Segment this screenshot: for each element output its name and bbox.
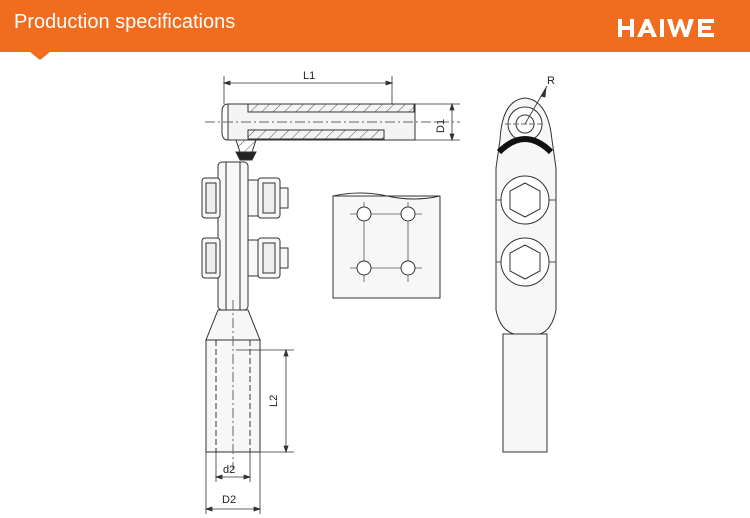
- header-notch: [30, 52, 50, 60]
- dimension-d1: [390, 102, 460, 142]
- dimension-d2-outer: [204, 452, 262, 514]
- dimension-l2: [236, 348, 294, 454]
- label-d1: D1: [435, 119, 447, 133]
- top-plate-side-view: [205, 103, 460, 161]
- label-l1: L1: [303, 70, 315, 82]
- dimension-d2-inner: [214, 452, 252, 482]
- haiwe-logo: [618, 19, 714, 37]
- label-d2-outer: D2: [222, 494, 236, 506]
- label-r: R: [547, 75, 555, 87]
- clamp-front-view: [495, 97, 557, 453]
- header-banner: Production specifications: [0, 0, 750, 52]
- plate-hole-pattern: [332, 192, 441, 299]
- label-d2-inner: d2: [223, 464, 235, 476]
- label-l2: L2: [268, 395, 280, 407]
- radius-leader: [524, 85, 548, 125]
- dimension-l1: [222, 76, 394, 104]
- clamp-side-view: [201, 161, 289, 470]
- page-title: Production specifications: [14, 11, 236, 33]
